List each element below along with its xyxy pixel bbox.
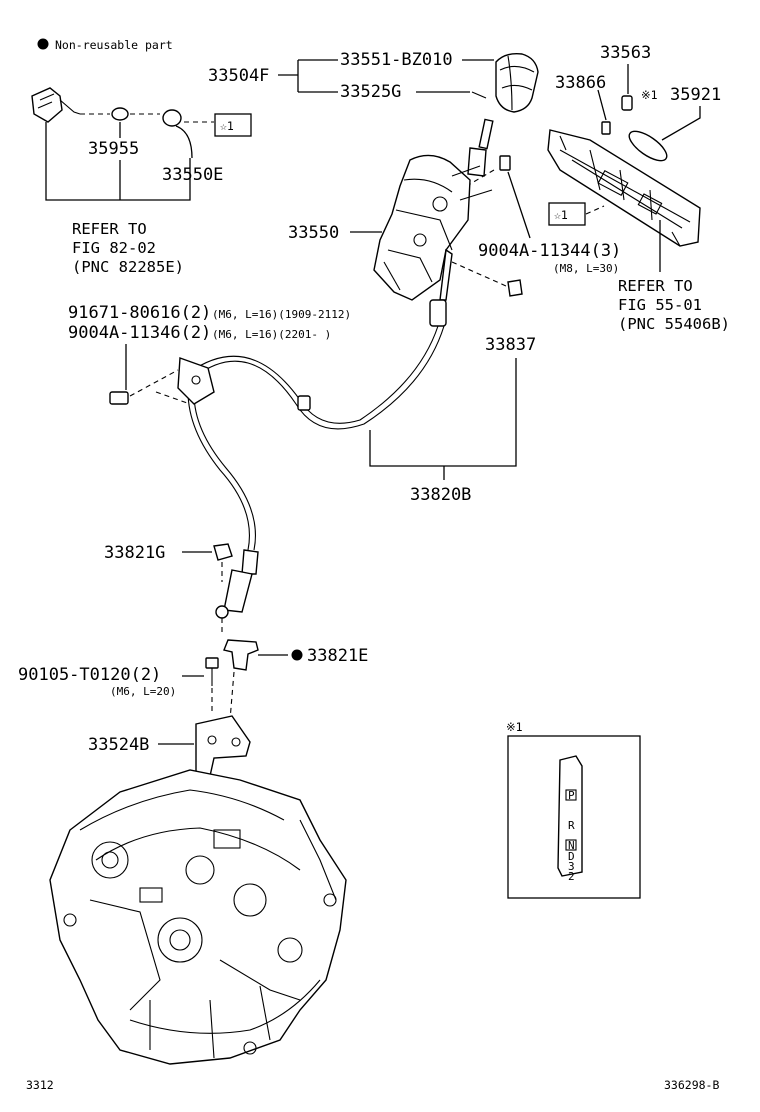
label-9004A-11346: 9004A-11346(2) (68, 323, 211, 343)
label-33525G: 33525G (340, 82, 401, 102)
label-33504F: 33504F (208, 66, 269, 86)
label-9004A-11344: 9004A-11344(3) (478, 241, 621, 261)
label-9004A-11346-spec: (M6, L=16)(2201- ) (212, 328, 331, 341)
gear-d: D (568, 850, 575, 863)
label-33866: 33866 (555, 73, 606, 93)
label-33820B: 33820B (410, 485, 471, 505)
label-90105-T0120: 90105-T0120(2) (18, 665, 161, 685)
gear-n: N (568, 839, 575, 852)
label-33524B: 33524B (88, 735, 149, 755)
gear-3: 3 (568, 860, 575, 873)
label-33837: 33837 (485, 335, 536, 355)
footer-right-code: 336298-B (664, 1078, 719, 1092)
label-35955: 35955 (88, 139, 139, 159)
label-33563: 33563 (600, 43, 651, 63)
label-91671-80616: 91671-80616(2) (68, 303, 211, 323)
refer-right-line1: REFER TO (618, 277, 693, 295)
gear-2: 2 (568, 870, 575, 883)
star-box-left: ☆1 (220, 119, 234, 133)
label-33821E: 33821E (307, 646, 368, 666)
refer-left-line3: (PNC 82285E) (72, 258, 184, 276)
label-33550E: 33550E (162, 165, 223, 185)
refer-right-line2: FIG 55-01 (618, 296, 702, 314)
transmission-part (49, 769, 347, 1065)
connector-part (31, 87, 81, 123)
shift-cable-part (177, 248, 453, 619)
label-9004A-11344-spec: (M8, L=30) (553, 262, 619, 275)
non-reusable-bullet-icon (37, 38, 49, 50)
legend-text: Non-reusable part (55, 38, 173, 52)
refer-left-line2: FIG 82-02 (72, 239, 156, 257)
inset-title: ※1 (506, 720, 523, 734)
shift-knob-part (495, 52, 539, 113)
indicator-plate-part (557, 755, 583, 877)
refer-right-line3: (PNC 55406B) (618, 315, 730, 333)
label-33550: 33550 (288, 223, 339, 243)
non-reusable-33821E-icon (291, 649, 303, 661)
label-33821G: 33821G (104, 543, 165, 563)
star-box-right: ☆1 (554, 208, 568, 222)
label-90105-spec: (M6, L=20) (110, 685, 176, 698)
shift-lever-assembly-part (373, 118, 494, 301)
gear-p: P (568, 789, 575, 802)
footer-left-code: 3312 (26, 1078, 54, 1092)
inset-box (507, 735, 641, 899)
console-panel-part (547, 129, 701, 247)
label-91671-spec: (M6, L=16)(1909-2112) (212, 308, 351, 321)
label-note-mark: ※1 (641, 88, 658, 102)
label-33551-BZ010: 33551-BZ010 (340, 50, 453, 70)
gear-r: R (568, 819, 575, 832)
refer-left-line1: REFER TO (72, 220, 147, 238)
label-35921: 35921 (670, 85, 721, 105)
